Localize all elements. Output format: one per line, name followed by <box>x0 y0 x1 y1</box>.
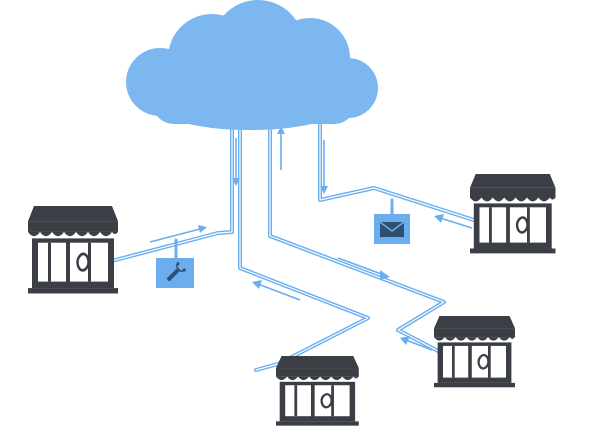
wrench-icon <box>156 258 194 288</box>
arrow-icon <box>232 138 240 186</box>
arrow-icon <box>434 214 473 229</box>
arrow-icon <box>337 257 390 280</box>
arrow-icon <box>320 140 328 194</box>
connection-lines <box>106 122 482 372</box>
arrow-icon <box>400 336 433 351</box>
arrow-icon <box>149 225 207 243</box>
cloud-icon <box>126 0 378 130</box>
storefront-icon <box>274 354 360 427</box>
link-left-store <box>106 122 234 264</box>
flow-arrows <box>149 126 473 351</box>
envelope-icon <box>374 214 410 244</box>
arrow-icon <box>252 280 301 301</box>
link-bottom-store <box>238 122 370 372</box>
storefront-icon <box>26 204 120 295</box>
arrow-icon <box>277 126 285 170</box>
link-top-right-store <box>318 122 482 224</box>
link-bottom-right-store <box>268 122 446 354</box>
storefront-icon <box>432 314 517 389</box>
storefront-icon <box>468 172 557 255</box>
